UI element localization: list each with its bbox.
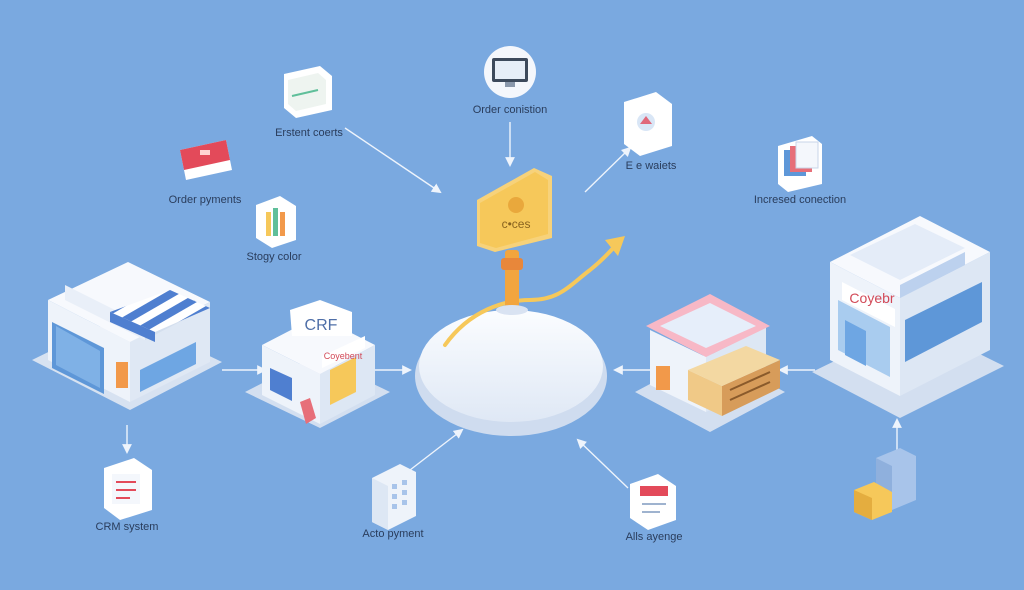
hub-sign-text: c•ces: [502, 217, 531, 231]
hub-signpost: [477, 168, 552, 315]
label-crm-system: CRM system: [95, 521, 159, 533]
label-order-confirmation: Order conistion: [472, 104, 548, 116]
crf-shop-sign: CRF: [305, 317, 338, 334]
crf-shop: [245, 300, 390, 428]
small-shop-sign: Coyebent: [324, 351, 363, 361]
big-store-sign: Coyebr: [849, 290, 894, 306]
label-all-average: Alls ayenge: [625, 531, 683, 543]
label-e-wallets: E e waiets: [625, 160, 677, 172]
big-store: [812, 216, 1004, 418]
connector-cards-hub: [344, 127, 442, 194]
growth-arrow: [443, 236, 625, 347]
auto-payment-icon: [372, 464, 416, 530]
connector-wallets-hub: [584, 146, 632, 193]
order-confirmation-icon: [484, 46, 536, 98]
order-payments-icon: [180, 140, 232, 180]
label-auto-payment: Acto pyment: [362, 528, 424, 540]
all-average-icon: [630, 474, 676, 530]
label-order-payments: Order pyments: [168, 194, 242, 206]
label-existent-cards: Erstent coerts: [275, 127, 343, 139]
crm-system-icon: [104, 458, 152, 520]
existent-cards-icon: [284, 66, 332, 118]
office-buildings-icon: [854, 448, 916, 520]
connector-lines: [122, 122, 902, 489]
label-story-color: Stogy color: [246, 251, 302, 263]
warehouse: [635, 294, 785, 432]
hub-platform: [415, 310, 607, 436]
storefront-left: [32, 262, 222, 410]
label-increased-conversion: Incresed conection: [753, 194, 847, 206]
e-wallets-icon: [624, 92, 672, 156]
story-color-icon: [256, 196, 296, 248]
connector-payment-hub: [409, 428, 464, 471]
connector-average-hub: [576, 438, 629, 489]
increased-conversion-icon: [778, 136, 822, 192]
